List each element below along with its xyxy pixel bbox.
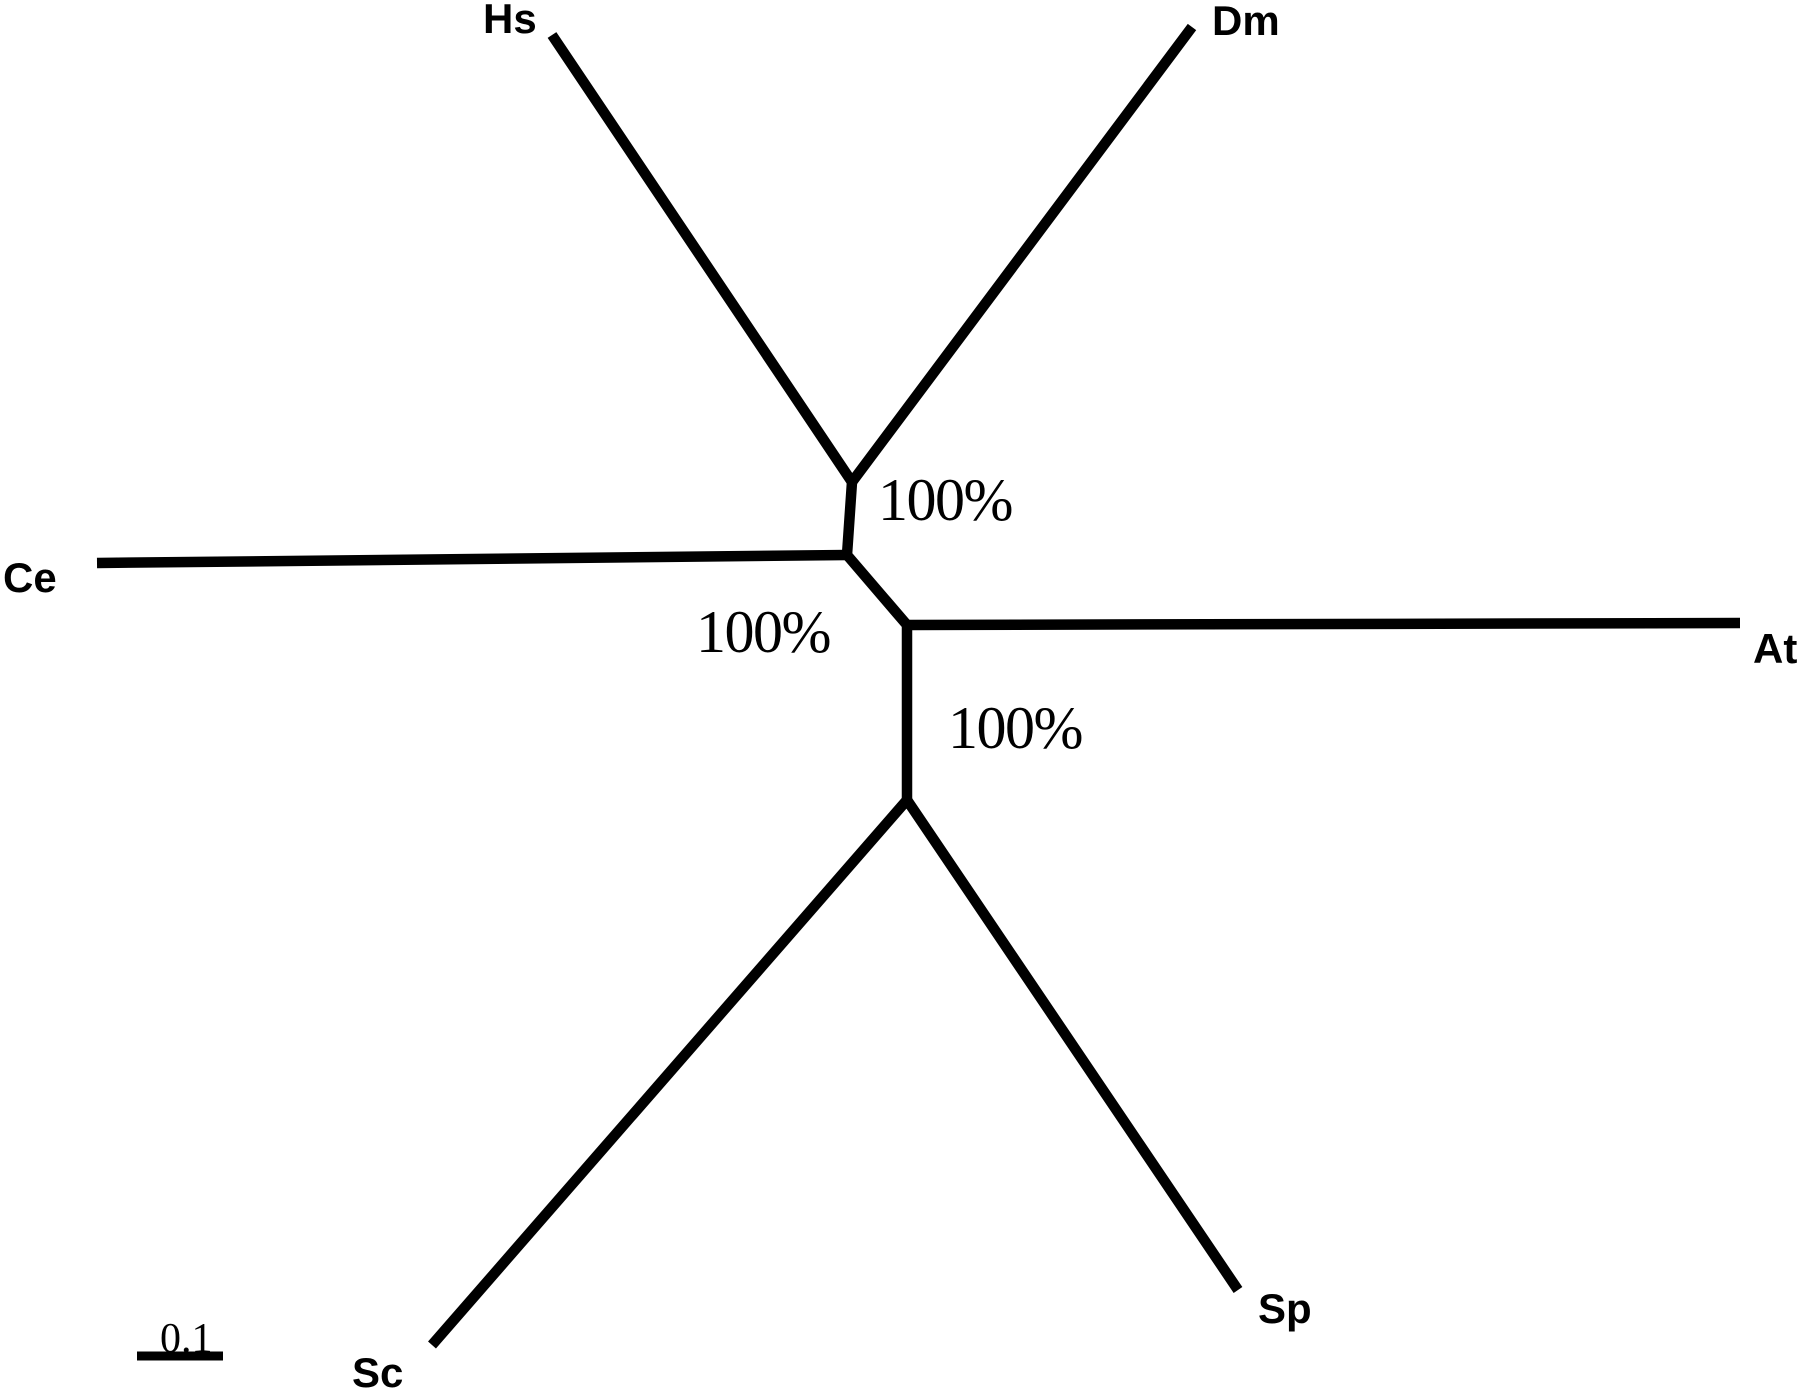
clade-hs-dm-branches [547, 23, 1197, 492]
taxon-labels: Hs Dm Ce At Sp Sc [3, 0, 1797, 1389]
bootstrap-labels: 100% 100% 100% [696, 467, 1083, 761]
tree-branches [96, 23, 1741, 1349]
taxon-label-sp: Sp [1258, 1285, 1312, 1332]
bootstrap-label-central: 100% [696, 599, 830, 665]
bootstrap-label-sc-sp: 100% [948, 695, 1082, 761]
taxon-label-hs: Hs [483, 0, 537, 42]
taxon-label-dm: Dm [1212, 0, 1280, 44]
bootstrap-label-hs-dm: 100% [878, 467, 1012, 533]
internal-spine-branches [841, 481, 913, 800]
branch-ce [96, 549, 848, 569]
clade-sc-sp-branches [428, 791, 1243, 1349]
branch-at [906, 617, 1741, 631]
scale-bar-label: 0.1 [160, 1316, 213, 1362]
taxon-label-sc: Sc [352, 1349, 403, 1389]
taxon-label-ce: Ce [3, 554, 57, 601]
taxon-label-at: At [1753, 625, 1797, 672]
